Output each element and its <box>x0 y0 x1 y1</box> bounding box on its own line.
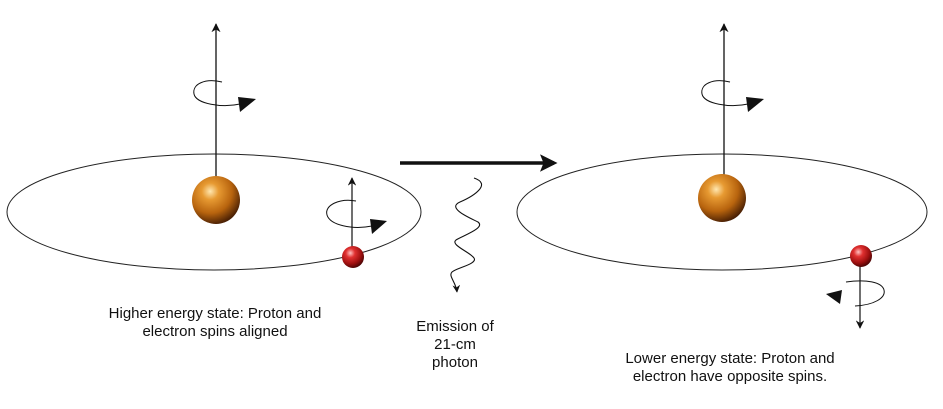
left-caption-line-2: electron spins aligned <box>142 323 288 340</box>
right-proton-rotation-icon <box>701 80 749 107</box>
left-proton-rotation-icon <box>193 80 241 107</box>
left-proton <box>192 176 240 224</box>
transition-caption-line-3: photon <box>432 354 478 371</box>
left-caption: Higher energy state: Proton and electron… <box>55 305 375 341</box>
right-electron <box>850 245 872 267</box>
right-caption-line-2: electron have opposite spins. <box>632 368 828 385</box>
right-electron-rotation-icon <box>845 280 885 307</box>
transition-caption: Emission of 21-cm photon <box>385 318 525 372</box>
left-panel <box>6 23 422 271</box>
right-proton <box>698 174 746 222</box>
transition-caption-line-1: Emission of <box>416 318 494 335</box>
right-orbit <box>516 153 928 271</box>
right-panel <box>516 23 928 329</box>
transition-caption-line-2: 21-cm <box>434 336 476 353</box>
right-proton-rotation-arrowhead-icon <box>746 97 764 112</box>
right-caption-line-1: Lower energy state: Proton and <box>625 350 835 367</box>
photon-wave-icon <box>450 177 482 293</box>
transition <box>400 154 558 293</box>
left-proton-rotation-arrowhead-icon <box>238 97 256 112</box>
right-caption: Lower energy state: Proton and electron … <box>570 350 890 386</box>
left-orbit <box>6 153 422 271</box>
right-electron-rotation-arrowhead-icon <box>826 290 842 304</box>
left-caption-line-1: Higher energy state: Proton and <box>108 305 322 322</box>
left-electron <box>342 246 364 268</box>
left-electron-rotation-icon <box>326 199 373 228</box>
left-electron-rotation-arrowhead-icon <box>370 219 387 234</box>
